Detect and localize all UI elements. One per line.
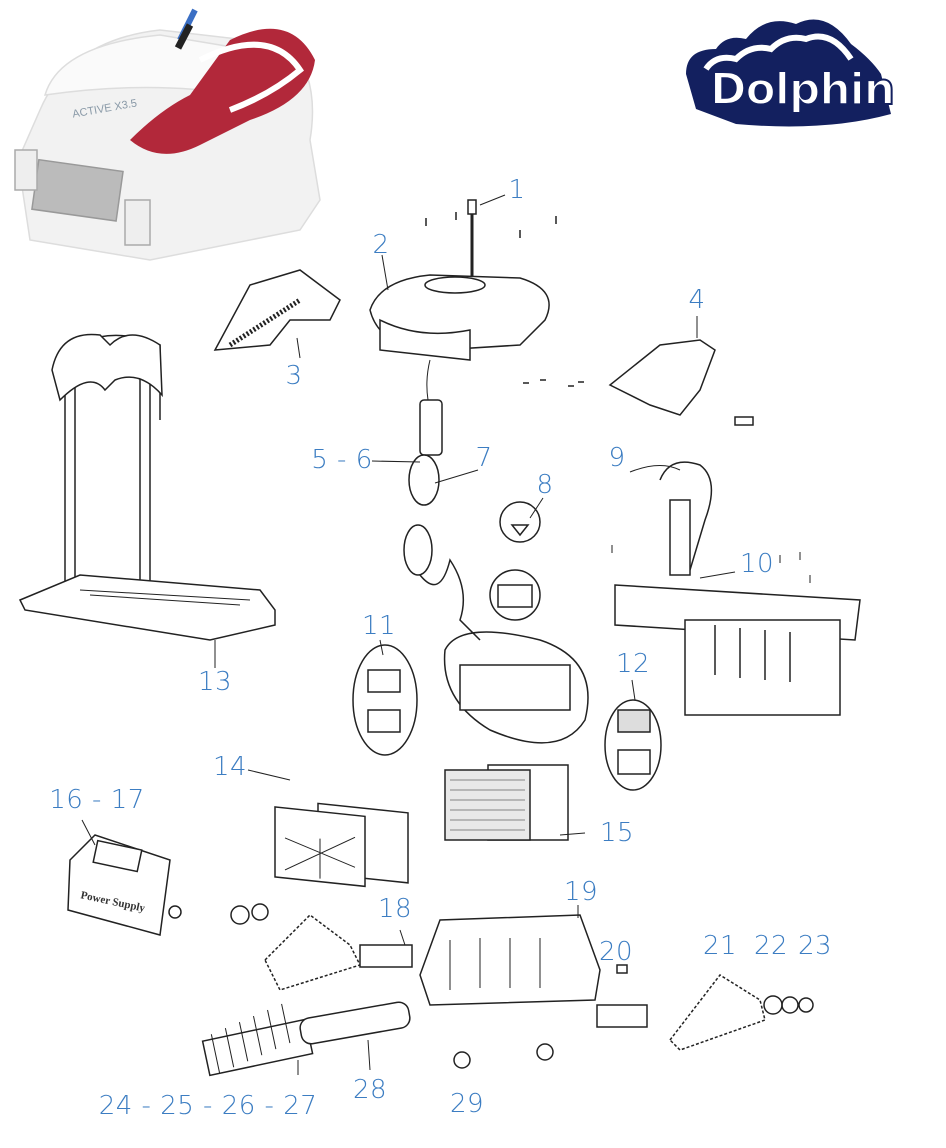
callout-22: 22	[753, 931, 789, 961]
callout-1: 1	[508, 175, 526, 205]
callout-28: 28	[352, 1075, 388, 1105]
part-15-filter-panels	[444, 764, 586, 841]
callout-8: 8	[536, 470, 554, 500]
part-14-filter-panels	[247, 769, 409, 888]
part-12-filter-caps	[604, 679, 662, 791]
part-2-top-cover	[369, 254, 550, 401]
callout-2: 2	[372, 230, 390, 260]
callout-14: 14	[212, 752, 248, 782]
callout-15: 15	[599, 818, 635, 848]
part-5-6-cable-motor	[371, 399, 481, 641]
callout-9: 9	[608, 443, 626, 473]
part-16-17-power-supply	[67, 819, 182, 936]
part-3-side-panel	[213, 269, 341, 359]
callout-18: 18	[377, 894, 413, 924]
dolphin-logo: Dolphin	[676, 14, 900, 132]
part-11-filter-caps	[352, 639, 418, 756]
part-4-side-panel	[523, 316, 754, 426]
callout-11: 11	[361, 611, 397, 641]
callout-23: 23	[797, 931, 833, 961]
motor-detail-loop	[443, 569, 589, 744]
callout-13: 13	[197, 667, 233, 697]
callout-4: 4	[688, 285, 706, 315]
callout-21: 21	[702, 931, 738, 961]
logo-wave-shape	[686, 19, 891, 127]
robot-product-image	[14, 8, 321, 261]
part-8-clip	[499, 497, 544, 543]
callout-7: 7	[475, 443, 493, 473]
part-13-caddy	[18, 333, 276, 668]
part-18-21-tracks-body	[230, 903, 814, 1051]
part-1-swivel-cable	[425, 194, 557, 285]
callout-19: 19	[563, 877, 599, 907]
callout-10: 10	[739, 549, 775, 579]
logo-text: Dolphin	[709, 63, 896, 116]
part-24-28-brush-roller	[201, 1001, 554, 1077]
part-9-10-motor-unit	[611, 461, 861, 716]
callout-29: 29	[449, 1089, 485, 1119]
callout-12: 12	[615, 649, 651, 679]
callout-24-27: 24 - 25 - 26 - 27	[98, 1091, 318, 1121]
callout-20: 20	[598, 937, 634, 967]
callout-3: 3	[285, 361, 303, 391]
callout-16-17: 16 - 17	[49, 785, 145, 815]
callout-5-6: 5 - 6	[311, 445, 373, 475]
